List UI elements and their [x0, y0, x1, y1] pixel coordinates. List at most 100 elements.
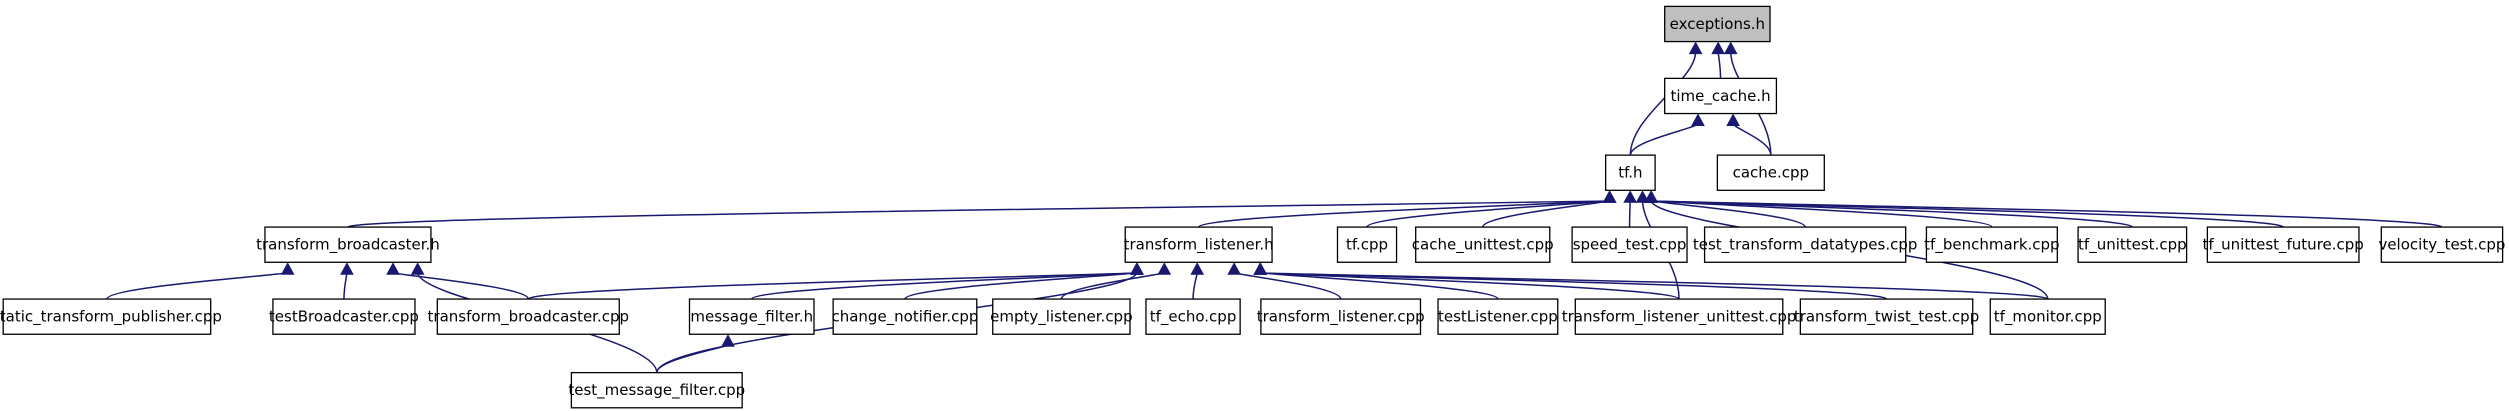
dependency-edge — [1259, 271, 2049, 300]
node-box — [1574, 298, 1784, 335]
dependency-edge — [343, 272, 348, 300]
dependency-edge — [1717, 51, 1722, 79]
dependency-arrowhead — [1711, 41, 1725, 55]
node-box — [1260, 298, 1422, 335]
node-transform-listener-cpp[interactable]: transform_listener.cpp — [1257, 298, 1425, 335]
node-velocity-test-cpp[interactable]: velocity_test.cpp — [2378, 226, 2505, 263]
node-box — [1336, 226, 1398, 263]
dependency-arrowhead — [1635, 190, 1650, 203]
node-label: tf_benchmark.cpp — [1924, 236, 2059, 255]
node-label: transform_twist_test.cpp — [1794, 308, 1979, 327]
node-label: change_notifier.cpp — [831, 308, 978, 327]
dependency-arrowhead — [1723, 41, 1738, 55]
node-transform-listener-h[interactable]: transform_listener.h — [1124, 226, 1274, 263]
node-tf-unittest-future-cpp[interactable]: tf_unittest_future.cpp — [2202, 226, 2364, 263]
dependency-edge — [1192, 272, 1198, 300]
dependency-arrowhead — [410, 262, 425, 275]
dependency-arrowhead — [1253, 262, 1268, 275]
node-tf-unittest-cpp[interactable]: tf_unittest.cpp — [2077, 226, 2188, 263]
node-label: tf_unittest.cpp — [2078, 236, 2187, 255]
node-exceptions-h[interactable]: exceptions.h — [1664, 5, 1771, 43]
node-label: testListener.cpp — [1438, 308, 1558, 326]
node-transform-broadcaster-cpp[interactable]: transform_broadcaster.cpp — [428, 298, 630, 335]
node-box — [1437, 298, 1559, 335]
node-box — [2206, 226, 2360, 263]
dependency-edge — [1629, 122, 1699, 156]
dependency-arrowhead — [721, 334, 735, 347]
dependency-arrowhead — [1691, 113, 1705, 127]
dependency-edge — [527, 271, 1138, 300]
node-box — [1703, 226, 1907, 263]
dependency-arrowhead — [1726, 113, 1740, 127]
dependency-arrowhead — [1602, 190, 1617, 203]
node-label: tf_monitor.cpp — [1994, 308, 2102, 327]
node-static-transform-publisher-cpp[interactable]: static_transform_publisher.cpp — [0, 298, 222, 335]
node-testBroadcaster-cpp[interactable]: testBroadcaster.cpp — [269, 298, 419, 335]
dependency-edge — [656, 343, 729, 373]
node-box — [832, 298, 978, 335]
dependency-arrowhead — [340, 262, 354, 275]
node-change-notifier-cpp[interactable]: change_notifier.cpp — [831, 298, 978, 335]
dependency-arrowhead — [1688, 41, 1703, 55]
node-label: transform_listener.h — [1124, 236, 1274, 255]
node-box — [1989, 298, 2106, 335]
node-label: cache_unittest.cpp — [1412, 236, 1554, 255]
dependency-arrowhead — [386, 262, 400, 275]
node-speed-test-cpp[interactable]: speed_test.cpp — [1571, 226, 1688, 263]
dependency-edge — [1629, 51, 1697, 156]
node-transform-broadcaster-h[interactable]: transform_broadcaster.h — [256, 226, 440, 263]
dependency-edge — [347, 199, 1611, 228]
dependency-edge — [1650, 199, 2443, 228]
node-tf-h[interactable]: tf.h — [1604, 154, 1656, 191]
node-box — [264, 226, 432, 263]
nodes-layer: exceptions.h time_cache.h tf.h cache.cpp tra… — [0, 5, 2505, 409]
node-label: velocity_test.cpp — [2378, 236, 2505, 255]
node-box — [2380, 226, 2504, 263]
node-label: empty_listener.cpp — [990, 308, 1132, 327]
node-label: tf.cpp — [1346, 236, 1388, 254]
node-test-transform-datatypes-cpp[interactable]: test_transform_datatypes.cpp — [1693, 226, 1918, 263]
dependency-edge — [750, 271, 1138, 300]
node-box — [1664, 77, 1778, 115]
node-label: static_transform_publisher.cpp — [0, 308, 222, 327]
node-transform-listener-unittest-cpp[interactable]: transform_listener_unittest.cpp — [1562, 298, 1797, 335]
node-label: time_cache.h — [1671, 87, 1771, 106]
node-transform-twist-test-cpp[interactable]: transform_twist_test.cpp — [1794, 298, 1979, 335]
dependency-edge — [1628, 200, 1631, 228]
node-label: transform_listener_unittest.cpp — [1562, 308, 1797, 327]
dependency-arrowhead — [1227, 262, 1241, 275]
dependency-arrowhead — [1190, 262, 1205, 275]
dependency-edge — [1366, 199, 1611, 228]
node-tf-benchmark-cpp[interactable]: tf_benchmark.cpp — [1924, 226, 2060, 263]
node-box — [688, 298, 815, 335]
node-empty-listener-cpp[interactable]: empty_listener.cpp — [990, 298, 1133, 335]
node-tf-cpp[interactable]: tf.cpp — [1336, 226, 1398, 263]
node-testListener-cpp[interactable]: testListener.cpp — [1437, 298, 1559, 335]
dependency-edge — [1259, 271, 1680, 300]
node-test-message-filter-cpp[interactable]: test_message_filter.cpp — [568, 371, 745, 409]
dependency-arrowhead — [1623, 190, 1638, 203]
dependency-edge — [392, 271, 530, 300]
node-tf-echo-cpp[interactable]: tf_echo.cpp — [1145, 298, 1241, 335]
node-cache-cpp[interactable]: cache.cpp — [1716, 154, 1825, 191]
node-tf-monitor-cpp[interactable]: tf_monitor.cpp — [1989, 298, 2106, 335]
node-label: test_transform_datatypes.cpp — [1693, 236, 1918, 255]
node-box — [1571, 226, 1688, 263]
node-label: transform_broadcaster.h — [256, 236, 440, 255]
dependency-arrowhead — [1644, 190, 1658, 203]
node-label: transform_broadcaster.cpp — [428, 308, 630, 327]
node-label: test_message_filter.cpp — [568, 381, 745, 400]
node-cache-unittest-cpp[interactable]: cache_unittest.cpp — [1412, 226, 1554, 263]
node-box — [1925, 226, 2058, 263]
dependency-arrowhead — [1157, 262, 1172, 275]
node-box — [1664, 5, 1771, 43]
node-message-filter-h[interactable]: message_filter.h — [688, 298, 815, 335]
node-label: testBroadcaster.cpp — [269, 308, 419, 326]
node-box — [1124, 226, 1273, 263]
node-time-cache-h[interactable]: time_cache.h — [1664, 77, 1778, 115]
node-box — [1415, 226, 1551, 263]
node-label: message_filter.h — [690, 308, 813, 327]
node-box — [1799, 298, 1974, 335]
node-box — [2, 298, 212, 335]
node-label: tf_unittest_future.cpp — [2202, 236, 2363, 255]
